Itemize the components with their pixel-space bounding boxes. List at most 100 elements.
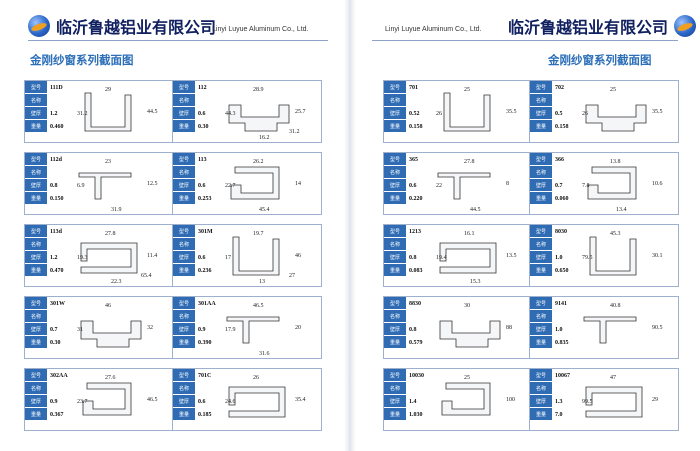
spec-value: 7.0	[555, 411, 563, 418]
spec-label: 名称	[25, 94, 47, 107]
dimension-label: 17.9	[225, 327, 236, 333]
profile-cross-section	[589, 236, 637, 276]
spec-value: 0.470	[50, 267, 64, 274]
spec-label: 重量	[173, 264, 195, 277]
spec-label: 重量	[173, 336, 195, 349]
dimension-label: 6.9	[77, 183, 85, 189]
spec-label: 名称	[530, 238, 552, 251]
spec-label: 型号	[173, 369, 195, 382]
spec-label: 壁厚	[530, 179, 552, 192]
profile-cross-section	[439, 242, 497, 274]
spec-label: 壁厚	[173, 179, 195, 192]
spec-label: 名称	[384, 238, 406, 251]
header-rule	[372, 40, 678, 41]
spec-value: 0.6	[198, 182, 206, 189]
dimension-label: 99.5	[582, 399, 593, 405]
spec-label: 名称	[173, 382, 195, 395]
spec-label: 型号	[530, 153, 552, 166]
spec-label: 壁厚	[384, 323, 406, 336]
left-header: 临沂鲁越铝业有限公司	[28, 12, 216, 40]
spec-value: 702	[555, 84, 564, 91]
dimension-label: 31.2	[77, 111, 88, 117]
spec-row: 名称	[173, 310, 217, 323]
spec-value: 8830	[409, 300, 421, 307]
section-title: 金刚纱窗系列截面图	[548, 53, 652, 67]
dimension-label: 90.5	[652, 325, 663, 331]
dimension-label: 46	[295, 253, 301, 259]
spec-label: 型号	[530, 81, 552, 94]
spec-value: 1.3	[555, 398, 563, 405]
spec-label: 重量	[384, 120, 406, 133]
spec-label: 名称	[384, 94, 406, 107]
profile-cross-section	[232, 236, 280, 276]
spec-label: 名称	[384, 166, 406, 179]
spec-label: 名称	[25, 382, 47, 395]
spec-label: 重量	[173, 192, 195, 205]
profile-cross-section	[78, 172, 132, 200]
dimension-label: 44.5	[147, 109, 158, 115]
dimension-label: 31	[77, 327, 83, 333]
spec-value: 0.060	[555, 195, 569, 202]
spec-label: 壁厚	[384, 107, 406, 120]
profile-cross-section	[228, 104, 290, 132]
spec-label: 重量	[173, 408, 195, 421]
dimension-label: 17	[225, 255, 231, 261]
spec-label: 名称	[530, 382, 552, 395]
spec-value: 1.4	[409, 398, 417, 405]
spec-row: 名称	[173, 238, 217, 251]
dimension-label: 31.2	[289, 129, 300, 135]
spec-label: 名称	[173, 166, 195, 179]
spec-label: 壁厚	[530, 107, 552, 120]
spec-label: 名称	[530, 166, 552, 179]
dimension-label: 25	[610, 87, 616, 93]
dimension-label: 30	[464, 303, 470, 309]
dimension-label: 47	[610, 375, 616, 381]
spec-label: 重量	[25, 408, 47, 421]
spec-label: 重量	[530, 264, 552, 277]
spec-value: 701C	[198, 372, 212, 379]
spec-row: 名称	[173, 166, 217, 179]
spec-row: 名称	[173, 94, 217, 107]
dimension-label: 31.9	[111, 207, 122, 213]
company-logo-icon	[674, 15, 697, 37]
spec-label: 型号	[173, 297, 195, 310]
spec-value: 0.220	[409, 195, 423, 202]
dimension-label: 16.1	[464, 231, 475, 237]
spec-value: 113	[198, 156, 207, 163]
profile-cross-section	[439, 320, 501, 348]
spec-label: 型号	[384, 225, 406, 238]
spec-value: 9141	[555, 300, 567, 307]
profile-cross-section	[228, 386, 286, 418]
spec-label: 重量	[530, 336, 552, 349]
